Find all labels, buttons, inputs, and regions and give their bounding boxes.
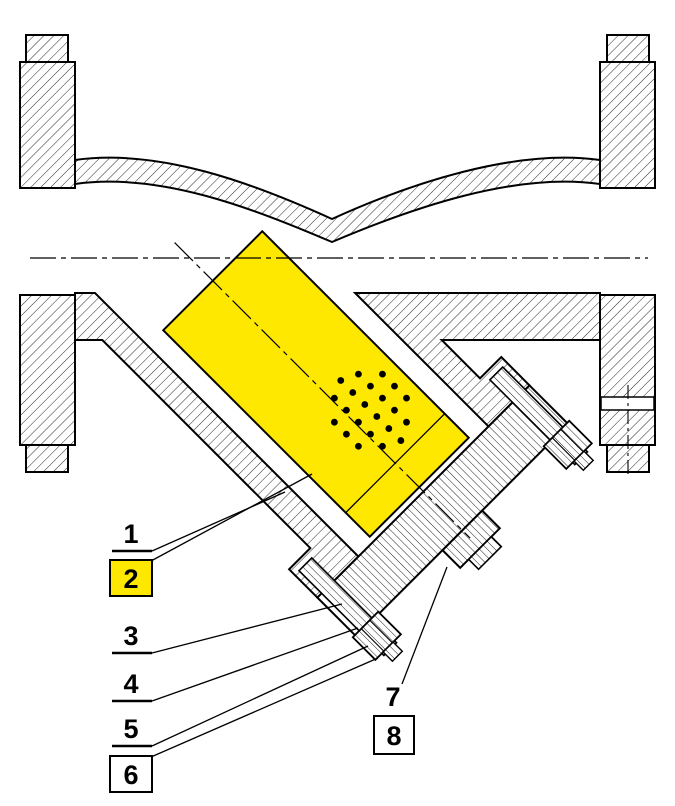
callout-7-label: 7: [385, 682, 400, 712]
bolt-upper-nut: [542, 419, 594, 471]
left-flange-top-step: [25, 34, 69, 63]
branch-centerline: [174, 242, 471, 539]
right-flange: [599, 34, 656, 473]
callout-2-label: 2: [123, 564, 138, 594]
callout-1-label: 1: [123, 519, 138, 549]
callout-1-leader: [151, 491, 286, 552]
callout-2-leader: [150, 473, 313, 562]
callout-3-label: 3: [123, 621, 138, 651]
bolt-lower-nut-facet-2: [360, 628, 385, 652]
callout-6: 6: [109, 657, 379, 793]
callout-8-label: 8: [386, 721, 401, 751]
callout-7: 7: [385, 566, 448, 712]
callout-7-leader: [401, 566, 448, 685]
callout-6-label: 6: [123, 760, 138, 790]
left-flange-lower: [19, 294, 76, 446]
callout-8: 8: [373, 715, 415, 755]
callout-2: 2: [109, 473, 313, 597]
callout-5-label: 5: [123, 714, 138, 744]
pipe-top-wall: [74, 156, 601, 244]
callout-5-leader: [151, 645, 369, 747]
callouts: 1 2 3 4 5 6: [109, 473, 448, 793]
bolt-upper-nut-facet-2: [560, 428, 584, 453]
callout-2-box: [109, 559, 153, 597]
right-flange-top-step: [606, 34, 650, 63]
cap-bolt-upper: [488, 365, 595, 472]
callout-5: 5: [112, 645, 369, 748]
callout-6-box: [109, 755, 153, 793]
callout-4-leader: [151, 627, 359, 702]
callout-6-leader: [150, 657, 379, 758]
branch-lower-left-wall: [74, 292, 360, 600]
left-flange-upper: [19, 61, 76, 189]
callout-4-label: 4: [123, 669, 138, 699]
cap-drain-plug-boss: [441, 509, 502, 570]
left-flange: [19, 34, 76, 473]
bolt-lower-nut-facet-1: [369, 619, 393, 644]
bolt-upper-stud-tip: [573, 450, 595, 472]
bolt-upper-nut-facet-1: [551, 437, 576, 461]
branch-upper-right-wall: [352, 292, 601, 428]
callout-4: 4: [112, 627, 359, 703]
bolt-lower-stud-tip: [382, 641, 404, 663]
callout-3: 3: [112, 603, 343, 655]
screen-perforations: [330, 370, 410, 450]
right-flange-upper: [599, 61, 656, 189]
callout-8-box: [373, 715, 415, 755]
left-flange-bottom-step: [25, 444, 69, 473]
callout-1: 1: [112, 491, 286, 553]
cap-drain-plug-tip: [467, 535, 503, 571]
callout-3-leader: [151, 603, 343, 654]
